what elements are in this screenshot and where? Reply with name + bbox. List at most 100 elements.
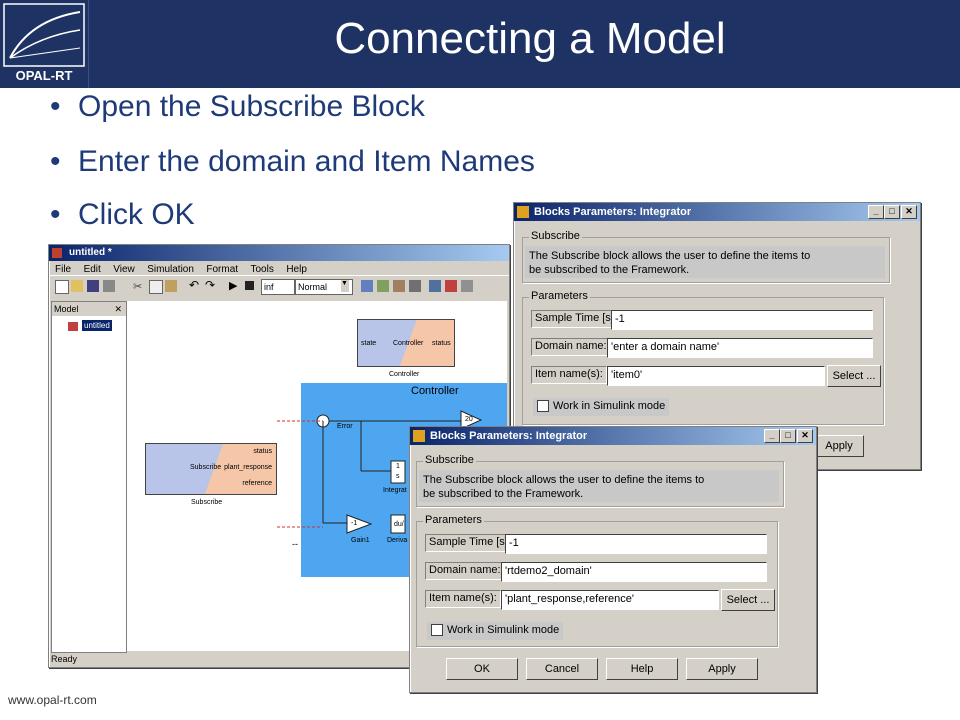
dialog2-select-button[interactable]: Select ... — [721, 589, 775, 611]
dialog2-sample-time-input[interactable]: -1 — [505, 534, 767, 554]
close-icon[interactable]: ✕ — [114, 304, 122, 314]
dialog1-domain-input[interactable]: 'enter a domain name' — [607, 338, 873, 358]
undo-icon[interactable]: ↶ — [189, 278, 200, 292]
dialog2-domain-input[interactable]: 'rtdemo2_domain' — [501, 562, 767, 582]
simulink-title: untitled * — [69, 247, 112, 258]
model-icon — [68, 322, 78, 331]
close-icon[interactable]: ✕ — [797, 429, 813, 443]
dialog2-app-icon — [413, 430, 425, 442]
settings-icon[interactable] — [409, 280, 421, 292]
controller-block-name: Controller — [393, 340, 424, 347]
subscribe-port-plant-response: plant_response — [224, 464, 272, 471]
dialog2-ok-button[interactable]: OK — [446, 658, 518, 680]
stop-time-input[interactable]: inf — [261, 279, 295, 295]
integrator-numerator: 1 — [396, 463, 400, 470]
dialog2-parameters-group: Parameters Sample Time [s]: -1 Domain na… — [416, 514, 778, 647]
error-label: Error — [337, 423, 353, 430]
input-arrows — [277, 420, 323, 528]
dialog2-subscribe-group: Subscribe The Subscribe block allows the… — [416, 454, 784, 507]
gain1-caption: Gain1 — [351, 537, 370, 544]
dialog2-subscribe-label: Subscribe — [423, 454, 476, 466]
dialog2-domain-label: Domain name: — [425, 562, 505, 580]
sim-mode-select[interactable]: Normal — [295, 279, 353, 295]
debug-icon[interactable] — [393, 280, 405, 292]
dialog1-title: Blocks Parameters: Integrator — [534, 206, 692, 218]
save-icon[interactable] — [87, 280, 99, 292]
redo-icon[interactable]: ↷ — [205, 278, 216, 292]
dialog2-title: Blocks Parameters: Integrator — [430, 430, 588, 442]
menu-format[interactable]: Format — [206, 264, 239, 275]
dialog1-item-input[interactable]: 'item0' — [607, 366, 825, 386]
opal-rt-logo: OPAL-RT — [0, 0, 89, 88]
dialog1-params-label: Parameters — [529, 290, 590, 302]
cut-icon[interactable]: ✂ — [133, 281, 143, 293]
menu-help[interactable]: Help — [286, 264, 307, 275]
gain-20-value: 20 — [465, 416, 473, 423]
menu-simulation[interactable]: Simulation — [147, 264, 194, 275]
run-icon[interactable]: ▶ — [229, 280, 238, 292]
dialog1-subscribe-label: Subscribe — [529, 230, 582, 242]
minimize-icon[interactable]: _ — [868, 205, 884, 219]
bullet-1: •Open the Subscribe Block — [50, 90, 425, 123]
dialog2-simulink-mode-checkbox[interactable]: Work in Simulink mode — [427, 622, 564, 640]
copy-icon[interactable] — [149, 280, 163, 294]
dialog-integrator-2: Blocks Parameters: Integrator _ □ ✕ Subs… — [409, 426, 817, 693]
menu-edit[interactable]: Edit — [83, 264, 101, 275]
subscribe-caption: Subscribe — [191, 499, 223, 506]
dialog2-apply-button[interactable]: Apply — [686, 658, 758, 680]
new-icon[interactable] — [55, 280, 69, 294]
dialog1-titlebar: Blocks Parameters: Integrator _ □ ✕ — [514, 203, 920, 221]
maximize-icon[interactable]: □ — [780, 429, 796, 443]
explorer-icon[interactable] — [445, 280, 457, 292]
slide-title: Connecting a Model — [334, 14, 726, 63]
subscribe-block-name: Subscribe — [190, 464, 222, 471]
chevron-down-icon[interactable]: ▼ — [341, 280, 349, 292]
dialog1-parameters-group: Parameters Sample Time [s]: -1 Domain na… — [522, 290, 884, 425]
close-icon[interactable]: ✕ — [901, 205, 917, 219]
bullet-2: •Enter the domain and Item Names — [50, 145, 535, 178]
integrator-denominator: s — [396, 473, 400, 480]
menu-view[interactable]: View — [113, 264, 135, 275]
dialog2-params-label: Parameters — [423, 514, 484, 526]
menu-file[interactable]: File — [55, 264, 72, 275]
dialog1-select-button[interactable]: Select ... — [827, 365, 881, 387]
dialog2-help-button[interactable]: Help — [606, 658, 678, 680]
bullet-3: •Click OK — [50, 198, 195, 231]
dialog2-cancel-button[interactable]: Cancel — [526, 658, 598, 680]
dialog1-sample-time-label: Sample Time [s]: — [531, 310, 621, 328]
simulink-menubar: File Edit View Simulation Format Tools H… — [49, 261, 509, 275]
menu-tools[interactable]: Tools — [250, 264, 274, 275]
dialog2-item-input[interactable]: 'plant_response,reference' — [501, 590, 719, 610]
logo-text: OPAL-RT — [15, 68, 73, 83]
tree-item-untitled[interactable]: untitled — [82, 320, 112, 331]
dialog1-sample-time-input[interactable]: -1 — [611, 310, 873, 330]
derivative-caption: Deriva — [387, 537, 408, 544]
dialog2-item-label: Item name(s): — [425, 590, 501, 608]
update-icon[interactable] — [377, 280, 389, 292]
print-icon[interactable] — [103, 280, 115, 292]
maximize-icon[interactable]: □ — [884, 205, 900, 219]
subscribe-block[interactable]: status plant_response Subscribe referenc… — [145, 443, 277, 495]
open-icon[interactable] — [71, 280, 83, 292]
build-icon[interactable] — [361, 280, 373, 292]
controller-in-port: state — [361, 340, 377, 347]
stop-icon[interactable] — [245, 281, 254, 290]
dialog1-domain-label: Domain name: — [531, 338, 611, 356]
simulink-app-icon — [52, 248, 62, 258]
dialog2-description: The Subscribe block allows the user to d… — [419, 470, 779, 502]
dialog1-app-icon — [517, 206, 529, 218]
minimize-icon[interactable]: _ — [764, 429, 780, 443]
subsystem-title: Controller — [411, 385, 459, 397]
paste-icon[interactable] — [165, 280, 177, 292]
library-icon[interactable] — [429, 280, 441, 292]
derivative-label: du/ — [394, 521, 404, 528]
dash-label: -- — [292, 539, 298, 549]
dialog2-sample-time-label: Sample Time [s]: — [425, 534, 515, 552]
footer-url: www.opal-rt.com — [8, 693, 97, 707]
dialog1-apply-button[interactable]: Apply — [814, 435, 864, 457]
slide-header — [0, 0, 960, 88]
navigator-icon[interactable] — [461, 280, 473, 292]
controller-block[interactable]: state Controller status — [357, 319, 455, 367]
simulink-toolbar: ✂ ↶ ↷ ▶ inf Normal ▼ — [49, 275, 509, 298]
dialog1-simulink-mode-checkbox[interactable]: Work in Simulink mode — [533, 398, 670, 416]
